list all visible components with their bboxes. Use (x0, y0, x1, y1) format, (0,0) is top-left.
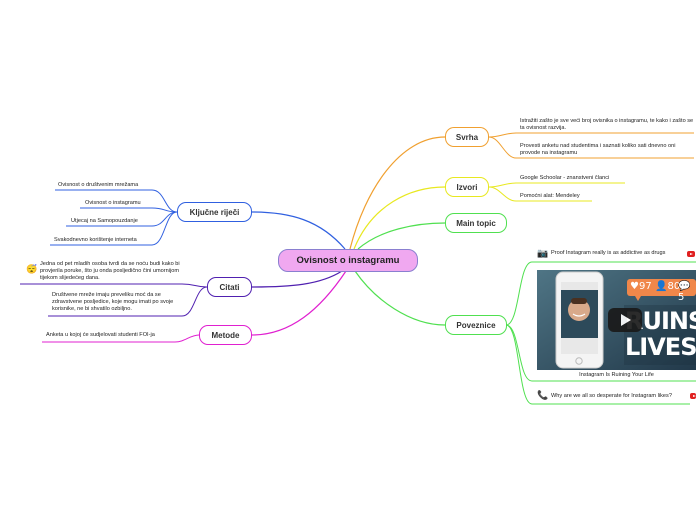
branch-metode[interactable]: Metode (199, 325, 252, 345)
edge-main (358, 223, 445, 249)
keyword-item[interactable]: Ovisnost o instagramu (85, 200, 141, 207)
branch-poveznice[interactable]: Poveznice (445, 315, 507, 335)
keyword-item[interactable]: Ovisnost o društvenim mrežama (58, 182, 138, 189)
likes-count: ♥97 (630, 281, 652, 292)
comments-count: 💬5 (678, 281, 696, 303)
youtube-icon (687, 251, 695, 257)
branch-kljucne-rijeci[interactable]: Ključne riječi (177, 202, 252, 222)
followers-count: 👤80 (655, 281, 680, 292)
thumbnail-headline-2: LIVES (625, 333, 696, 361)
video-link[interactable]: Proof Instagram really is as addictive a… (551, 250, 665, 256)
svrha-item[interactable]: Provesti anketu nad studentima i saznati… (520, 143, 692, 157)
play-icon[interactable] (608, 308, 642, 332)
quote-item[interactable]: Društvene mreže imaju preveliku moć da s… (52, 292, 180, 312)
video-link[interactable]: Why are we all so desperate for Instagra… (551, 393, 672, 399)
branch-main-topic[interactable]: Main topic (445, 213, 507, 233)
method-item[interactable]: Anketa u kojoj će sudjelovati studenti F… (46, 332, 155, 339)
youtube-icon (690, 393, 696, 399)
edge-citati (252, 271, 342, 287)
quote-item[interactable]: Jedna od pet mladih osoba tvrdi da se no… (40, 261, 182, 281)
keyword-item[interactable]: Svakodnevno korištenje interneta (54, 237, 137, 244)
edge-svrha (350, 137, 445, 249)
keyword-item[interactable]: Utjecaj na Samopouzdanje (71, 218, 138, 225)
branch-citati[interactable]: Citati (207, 277, 252, 297)
edge-poveznice (355, 271, 445, 325)
video-link[interactable]: Instagram Is Ruining Your Life (537, 372, 696, 378)
izvori-item[interactable]: Google Schoolar - znanstveni članci (520, 175, 630, 182)
branch-svrha[interactable]: Svrha (445, 127, 489, 147)
sleepy-face-icon: 😴 (26, 265, 37, 274)
central-topic[interactable]: Ovisnost o instagramu (278, 249, 418, 272)
edge-izvori (354, 187, 445, 249)
edge-metode (252, 271, 346, 335)
branch-izvori[interactable]: Izvori (445, 177, 489, 197)
izvori-item[interactable]: Pomoćni alat: Mendeley (520, 193, 600, 200)
phone-icon: 📞 (537, 391, 548, 400)
camera-icon: 📷 (537, 249, 548, 258)
video-thumbnail[interactable]: ♥97 👤80 💬5 RUINS LIVES (537, 270, 696, 370)
svrha-item[interactable]: Istražiti zašto je sve veći broj ovisnik… (520, 118, 694, 132)
edge-kljucne (252, 212, 345, 249)
